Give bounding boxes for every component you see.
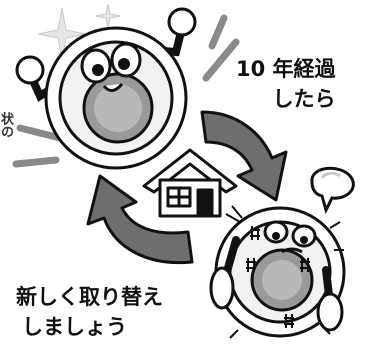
house-icon [142,148,238,218]
happy-detector-icon [15,7,197,170]
worn-detector-icon [209,205,346,339]
caption-line: したら [272,87,336,111]
caption-replace-message: 新しく取り替え しましょう [16,282,163,342]
cropped-edge-text: 状の [0,112,13,138]
speech-bubble-icon [310,166,355,215]
caption-line: 10 年経過 [236,57,336,81]
caption-line: 新しく取り替え [16,285,163,309]
caption-line: しましょう [22,315,127,339]
cycle-arrow-icon [86,110,288,265]
motion-lines [12,14,240,168]
caption-after-ten-years: 10 年経過 したら [236,54,336,114]
